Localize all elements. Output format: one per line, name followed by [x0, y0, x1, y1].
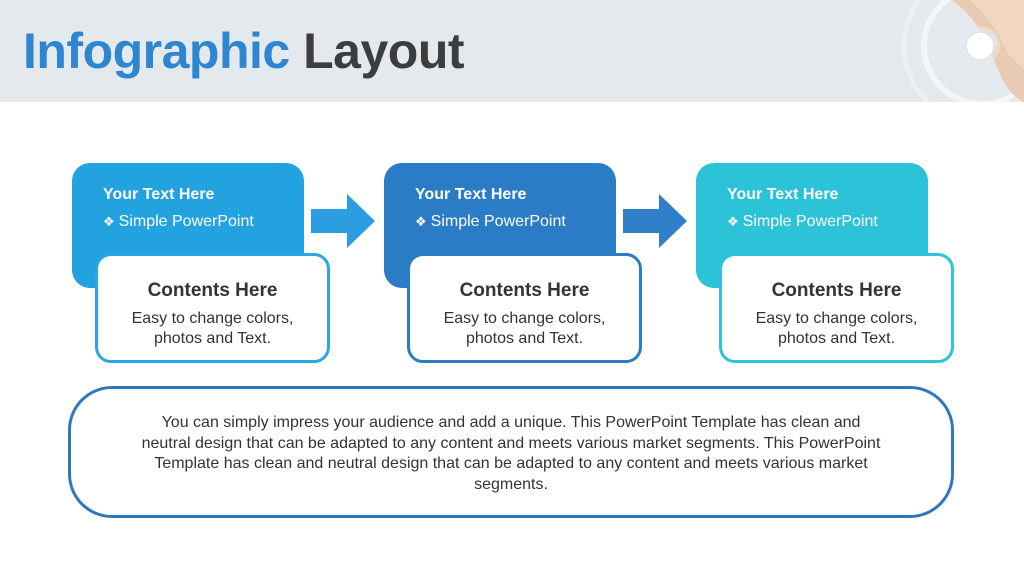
step-subtitle-text: Simple PowerPoint	[118, 213, 254, 230]
step-heading: Your Text Here	[415, 186, 527, 203]
content-line-1: Easy to change colors,	[443, 310, 606, 327]
step-subtitle: ❖Simple PowerPoint	[727, 212, 928, 232]
step-heading: Your Text Here	[103, 186, 215, 203]
step-content-box-1: Contents Here Easy to change colors, phot…	[95, 253, 330, 363]
header-bar: Infographic Layout	[0, 0, 1024, 102]
content-body: Easy to change colors, photos and Text.	[98, 309, 327, 349]
step-content-box-2: Contents Here Easy to change colors, phot…	[407, 253, 642, 363]
content-line-1: Easy to change colors,	[755, 310, 918, 327]
content-body: Easy to change colors, photos and Text.	[722, 309, 951, 349]
hand-photo-decoration	[884, 0, 1024, 102]
step-subtitle-text: Simple PowerPoint	[430, 213, 566, 230]
title-main: Layout	[303, 23, 465, 79]
footer-textbox: You can simply impress your audience and…	[68, 386, 954, 518]
step-heading: Your Text Here	[727, 186, 839, 203]
content-body: Easy to change colors, photos and Text.	[410, 309, 639, 349]
right-arrow-icon	[623, 194, 687, 248]
right-arrow-icon	[311, 194, 375, 248]
content-line-2: photos and Text.	[777, 330, 896, 347]
step-content-box-3: Contents Here Easy to change colors, phot…	[719, 253, 954, 363]
content-title: Contents Here	[459, 280, 590, 301]
diamond-bullet-icon: ❖	[415, 214, 427, 229]
content-line-1: Easy to change colors,	[131, 310, 294, 327]
content-title: Contents Here	[771, 280, 902, 301]
footer-text: You can simply impress your audience and…	[141, 414, 881, 493]
page-title: Infographic Layout	[23, 22, 465, 80]
content-line-2: photos and Text.	[153, 330, 272, 347]
arrow-shape	[623, 194, 687, 248]
diamond-bullet-icon: ❖	[727, 214, 739, 229]
step-subtitle-text: Simple PowerPoint	[742, 213, 878, 230]
diamond-bullet-icon: ❖	[103, 214, 115, 229]
title-accent: Infographic	[23, 23, 290, 79]
content-title: Contents Here	[147, 280, 278, 301]
step-subtitle: ❖Simple PowerPoint	[103, 212, 304, 232]
content-line-2: photos and Text.	[465, 330, 584, 347]
step-subtitle: ❖Simple PowerPoint	[415, 212, 616, 232]
arrow-shape	[311, 194, 375, 248]
